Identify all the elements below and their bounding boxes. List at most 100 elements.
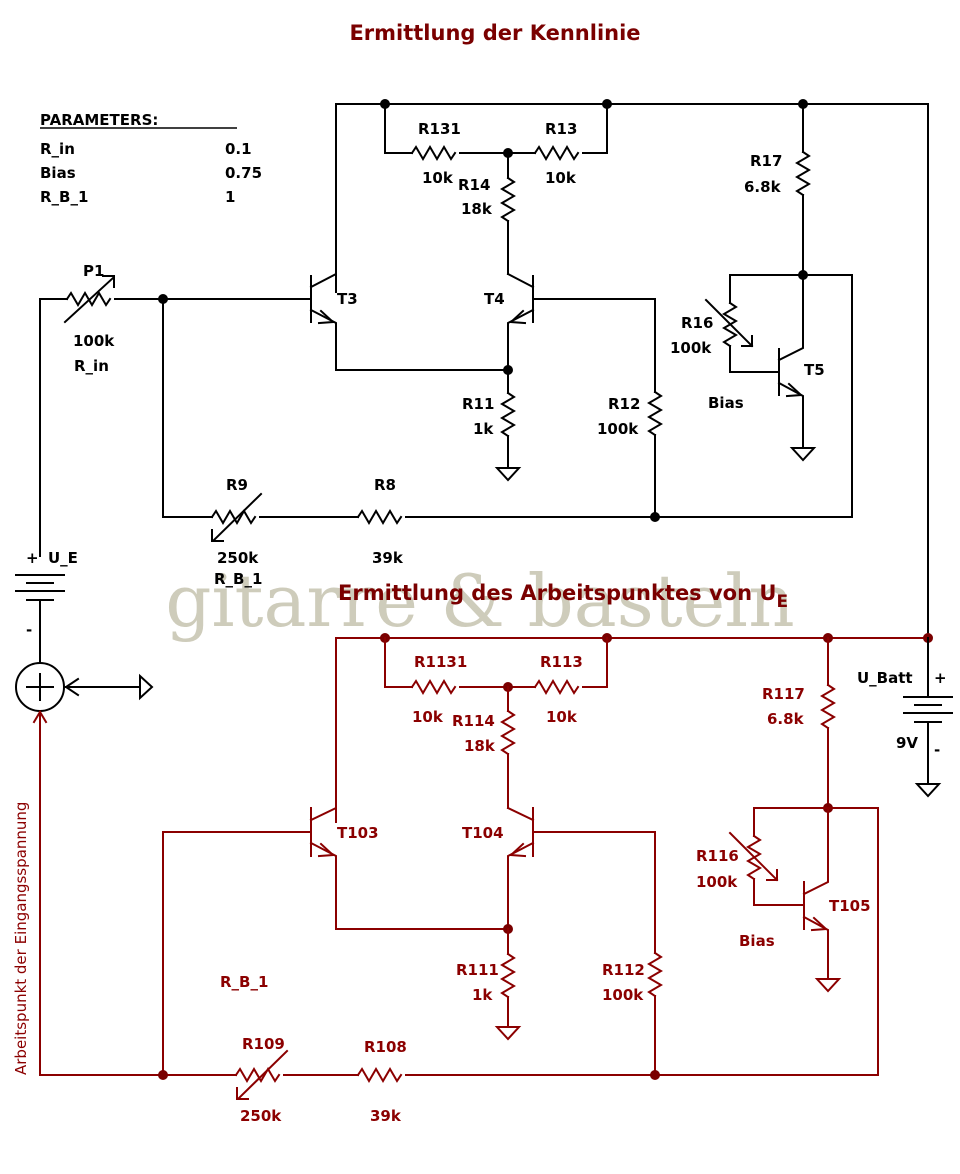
label-r12-value: 100k (597, 420, 639, 438)
title-arbeitspunkt-subscript: E (776, 592, 788, 612)
wire (39, 298, 68, 557)
title-arbeitspunkt-main: Ermittlung des Arbeitspunktes von U (338, 581, 776, 605)
label-r114-ref: R114 (452, 712, 495, 730)
resistor-r8 (356, 509, 403, 525)
resistor-r11 (500, 391, 516, 438)
label-r114-value: 18k (464, 737, 496, 755)
label-r131-ref: R131 (418, 120, 461, 138)
parameters-header: PARAMETERS: (40, 111, 158, 129)
label-ue-minus: - (26, 621, 32, 639)
label-bias-top: Bias (708, 394, 744, 412)
resistor-r16-arrow (704, 298, 754, 348)
wire (582, 637, 608, 688)
resistor-r108 (356, 1067, 403, 1083)
param-value-bias: 0.75 (225, 164, 262, 182)
bottom-circuit: R1131 10k R113 10k R114 18k T103 T104 R1… (12, 633, 933, 1125)
potentiometer-r109-arrow (237, 1049, 289, 1100)
resistor-r113 (533, 679, 580, 695)
transistor-t3-emitter (309, 308, 509, 371)
transistor-t105-emitter (802, 915, 829, 980)
label-r108-value: 39k (370, 1107, 402, 1125)
label-r16-ref: R16 (681, 314, 713, 332)
label-r11-value: 1k (473, 420, 494, 438)
resistor-r1131 (410, 679, 457, 695)
label-u-batt-value: 9V (896, 734, 918, 752)
potentiometer-r9 (210, 509, 257, 525)
potentiometer-r109-arrow-head (236, 1087, 249, 1100)
transistor-t5-arrow (785, 382, 804, 398)
transistor-t5-emitter (777, 381, 804, 449)
wire (729, 274, 853, 518)
side-label-arbeitspunkt: Arbeitspunkt der Eingangsspannung (12, 802, 30, 1075)
label-t4: T4 (484, 290, 505, 308)
label-r111-ref: R111 (456, 961, 499, 979)
label-r112-value: 100k (602, 986, 644, 1004)
param-name-r-b-1: R_B_1 (40, 188, 88, 206)
wire (753, 878, 804, 906)
label-r11-ref: R11 (462, 395, 494, 413)
title-arbeitspunkt: Ermittlung des Arbeitspunktes von UE (338, 581, 788, 612)
label-t3: T3 (337, 290, 358, 308)
transistor-t4-emitter (507, 308, 535, 371)
label-r13-ref: R13 (545, 120, 577, 138)
label-u-batt-plus: + (934, 669, 947, 687)
potentiometer-p1 (65, 291, 112, 307)
wire (162, 298, 213, 518)
label-r109-ref: R109 (242, 1035, 285, 1053)
parameters-block: PARAMETERS: R_in 0.1 Bias 0.75 R_B_1 1 (40, 111, 262, 206)
label-r117-ref: R117 (762, 685, 805, 703)
param-value-r-in: 0.1 (225, 140, 252, 158)
battery-u-batt: U_Batt + 9V - (857, 637, 953, 798)
wire (532, 831, 656, 954)
transistor-t104-arrow (508, 842, 527, 858)
label-ue-plus: + (26, 549, 39, 567)
label-r109-value: 250k (240, 1107, 282, 1125)
resistor-r131 (410, 145, 457, 161)
ground-icon (494, 467, 522, 482)
potentiometer-p1-arrow-head (102, 275, 115, 288)
transistor-t104-emitter (507, 841, 535, 930)
label-r14-value: 18k (461, 200, 493, 218)
resistor-r117 (820, 683, 836, 730)
resistor-r114 (500, 709, 516, 756)
label-t105: T105 (829, 897, 871, 915)
potentiometer-p1-arrow (63, 276, 115, 324)
label-r116-ref: R116 (696, 847, 739, 865)
param-name-bias: Bias (40, 164, 76, 182)
title-kennlinie: Ermittlung der Kennlinie (349, 21, 640, 45)
feedback-arrow-icon (32, 710, 48, 724)
label-p1-value: 100k (73, 332, 115, 350)
transistor-t4-arrow (508, 309, 527, 325)
transistor-t5-collector (777, 274, 804, 362)
label-r16-value: 100k (670, 339, 712, 357)
label-r108-ref: R108 (364, 1038, 407, 1056)
param-value-r-b-1: 1 (225, 188, 235, 206)
label-r9-ref: R9 (226, 476, 248, 494)
label-r9-value: 250k (217, 549, 259, 567)
output-port-icon (139, 673, 154, 701)
resistor-r111 (500, 952, 516, 999)
label-r1131-value: 10k (412, 708, 444, 726)
label-r113-value: 10k (546, 708, 578, 726)
resistor-r13 (533, 145, 580, 161)
resistor-r14 (500, 176, 516, 223)
ground-icon (914, 783, 942, 798)
wire (162, 831, 312, 1076)
resistor-r116-arrow (728, 831, 779, 882)
ground-icon (789, 447, 817, 462)
label-r8-value: 39k (372, 549, 404, 567)
wire (729, 345, 779, 373)
resistor-r12 (647, 390, 663, 437)
param-name-r-in: R_in (40, 140, 75, 158)
label-bias-bottom: Bias (739, 932, 775, 950)
potentiometer-r9-arrow (212, 492, 263, 542)
label-r111-value: 1k (472, 986, 493, 1004)
wire (753, 807, 879, 1076)
transistor-t4-collector (506, 272, 535, 289)
transistor-t105-arrow (810, 916, 829, 932)
junction (158, 1070, 168, 1080)
label-r14-ref: R14 (458, 176, 490, 194)
junction (650, 512, 660, 522)
resistor-r16-arrow-head (741, 335, 753, 347)
